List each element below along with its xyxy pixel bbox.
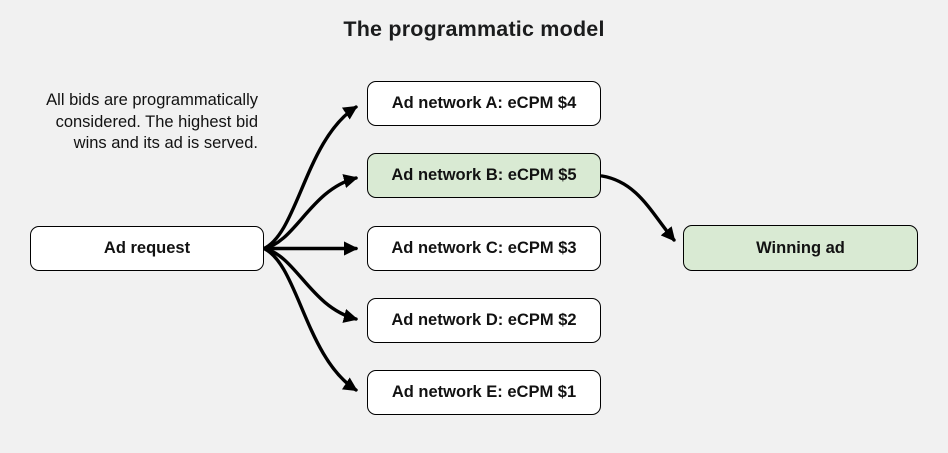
node-ad-network-b: Ad network B: eCPM $5 [367, 153, 601, 198]
node-winning-ad: Winning ad [683, 225, 918, 271]
description-text: All bids are programmatically considered… [46, 91, 258, 152]
node-ad-network-d: Ad network D: eCPM $2 [367, 298, 601, 343]
arrow-ad-request-to-network-d [261, 246, 359, 323]
arrow-ad-request-to-network-b [261, 174, 359, 251]
arrow-network-b-to-winning-ad [600, 174, 676, 242]
arrow-ad-request-to-network-e [261, 246, 358, 392]
node-ad-network-e: Ad network E: eCPM $1 [367, 370, 601, 415]
node-ad-request: Ad request [30, 226, 264, 271]
node-ad-network-c: Ad network C: eCPM $3 [367, 226, 601, 271]
node-ad-network-a: Ad network A: eCPM $4 [367, 81, 601, 126]
diagram-title: The programmatic model [343, 17, 605, 41]
arrow-ad-request-to-network-a [261, 105, 358, 251]
